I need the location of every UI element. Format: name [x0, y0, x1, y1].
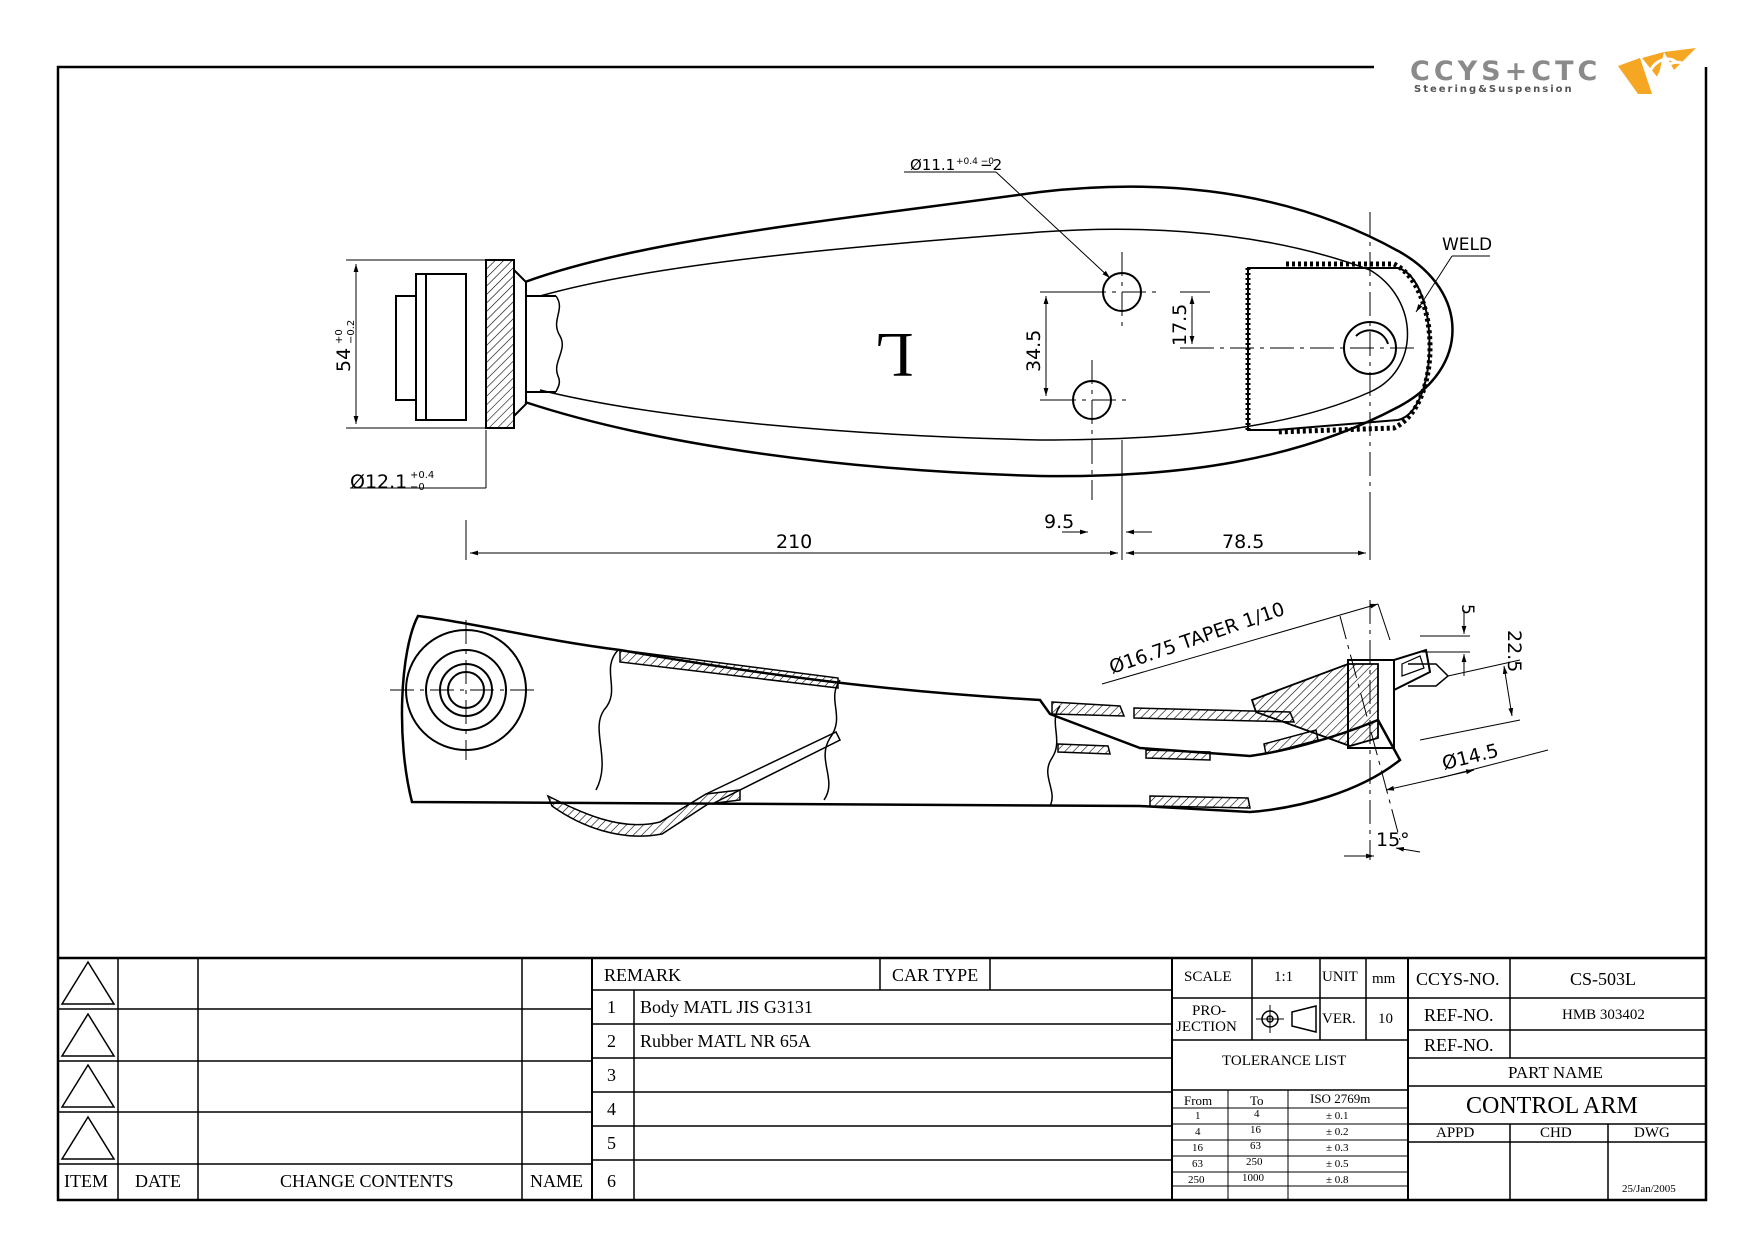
drawing-date: 25/Jan/2005	[1622, 1183, 1676, 1195]
hole-callout: Ø11.1	[910, 156, 955, 174]
ref-no-label-2: REF-NO.	[1424, 1035, 1494, 1055]
tolerance-title: TOLERANCE LIST	[1222, 1053, 1347, 1069]
tol-to: 1000	[1242, 1172, 1264, 1184]
dim-54-tol-up: +0	[334, 329, 345, 344]
side-view-dimensions	[1101, 603, 1549, 859]
border-frame	[56, 65, 1708, 1202]
tol-value: ± 0.5	[1326, 1158, 1349, 1170]
chd-label: CHD	[1540, 1125, 1572, 1141]
logo-mark-icon	[1618, 48, 1696, 94]
item-header: ITEM	[64, 1171, 108, 1191]
top-view-dim-text: 210 78.5 9.5 Ø12.1 +0.4 −0 Ø11.1 +0.4 −0…	[333, 156, 1492, 553]
tol-to: 16	[1250, 1124, 1261, 1136]
remark-num: 1	[607, 997, 616, 1017]
tol-to: 250	[1246, 1156, 1263, 1168]
tol-value: ± 0.2	[1326, 1126, 1349, 1138]
unit-label: UNIT	[1322, 969, 1358, 985]
projection-label-2: JECTION	[1176, 1019, 1237, 1035]
logo-text: CCYS+CTC	[1410, 56, 1602, 87]
dim-dia-12-1: Ø12.1	[350, 471, 407, 493]
tol-col-to: To	[1250, 1093, 1264, 1108]
remark-num: 5	[607, 1133, 616, 1153]
ccys-no-label: CCYS-NO.	[1416, 969, 1500, 989]
ref-no-label: REF-NO.	[1424, 1005, 1494, 1025]
tol-from: 1	[1195, 1110, 1201, 1122]
dim-5: 5	[1457, 604, 1477, 615]
dim-210: 210	[776, 531, 812, 553]
part-name-value: CONTROL ARM	[1466, 1093, 1638, 1119]
dwg-label: DWG	[1634, 1125, 1670, 1141]
remark-num: 6	[607, 1171, 616, 1191]
ver-value: 10	[1378, 1011, 1393, 1027]
tol-from: 16	[1192, 1142, 1203, 1154]
side-view	[390, 600, 1450, 860]
remark-text: Body MATL JIS G3131	[640, 997, 813, 1017]
appd-label: APPD	[1436, 1125, 1475, 1141]
remark-num: 2	[607, 1031, 616, 1051]
remark-header: REMARK	[604, 965, 682, 985]
hole-tol: +0.4 −0	[956, 157, 994, 167]
hole-count: −2	[980, 156, 1002, 174]
weld-label: WELD	[1442, 235, 1492, 255]
part-name-label: PART NAME	[1508, 1063, 1603, 1082]
ref-no-value: HMB 303402	[1562, 1007, 1645, 1023]
tol-to: 4	[1254, 1108, 1260, 1120]
dim-12-tol-up: +0.4	[410, 470, 434, 481]
unit-value: mm	[1372, 971, 1396, 987]
angle-15: 15°	[1376, 829, 1410, 851]
ver-label: VER.	[1322, 1011, 1356, 1027]
title-block-grid	[58, 956, 1706, 1200]
remark-num: 3	[607, 1065, 616, 1085]
tol-col-std: ISO 2769m	[1310, 1091, 1371, 1106]
tol-to: 63	[1250, 1140, 1261, 1152]
dim-54-tol-dn: −0.2	[346, 320, 357, 344]
scale-value: 1:1	[1274, 969, 1294, 985]
tol-value: ± 0.8	[1326, 1174, 1349, 1186]
dim-54: 54	[333, 348, 355, 372]
dim-17-5: 17.5	[1169, 304, 1191, 346]
top-view-dimensions	[346, 171, 1490, 560]
change-contents-header: CHANGE CONTENTS	[280, 1171, 454, 1191]
ccys-no-value: CS-503L	[1570, 969, 1637, 989]
tol-from: 63	[1192, 1158, 1203, 1170]
scale-label: SCALE	[1184, 969, 1232, 985]
car-type-label: CAR TYPE	[892, 965, 979, 985]
side-mark-label: L	[874, 320, 913, 391]
dim-22-5: 22.5	[1503, 630, 1525, 672]
projection-label-1: PRO-	[1192, 1003, 1227, 1019]
remark-num: 4	[607, 1099, 616, 1119]
tol-from: 250	[1188, 1174, 1205, 1186]
dim-dia-14-5: Ø14.5	[1440, 740, 1501, 775]
company-logo: CCYS+CTC Steering&Suspension	[1410, 48, 1705, 100]
logo-subtitle: Steering&Suspension	[1414, 84, 1574, 95]
dim-78-5: 78.5	[1222, 531, 1264, 553]
dim-34-5: 34.5	[1023, 330, 1045, 372]
remark-text: Rubber MATL NR 65A	[640, 1031, 811, 1051]
top-view	[395, 185, 1454, 500]
tol-from: 4	[1195, 1126, 1201, 1138]
tol-value: ± 0.3	[1326, 1142, 1349, 1154]
dim-12-tol-dn: −0	[410, 482, 425, 493]
dim-9-5: 9.5	[1044, 511, 1074, 533]
tol-col-from: From	[1184, 1093, 1213, 1108]
date-header: DATE	[135, 1171, 181, 1191]
tol-value: ± 0.1	[1326, 1110, 1349, 1122]
name-header: NAME	[530, 1171, 583, 1191]
